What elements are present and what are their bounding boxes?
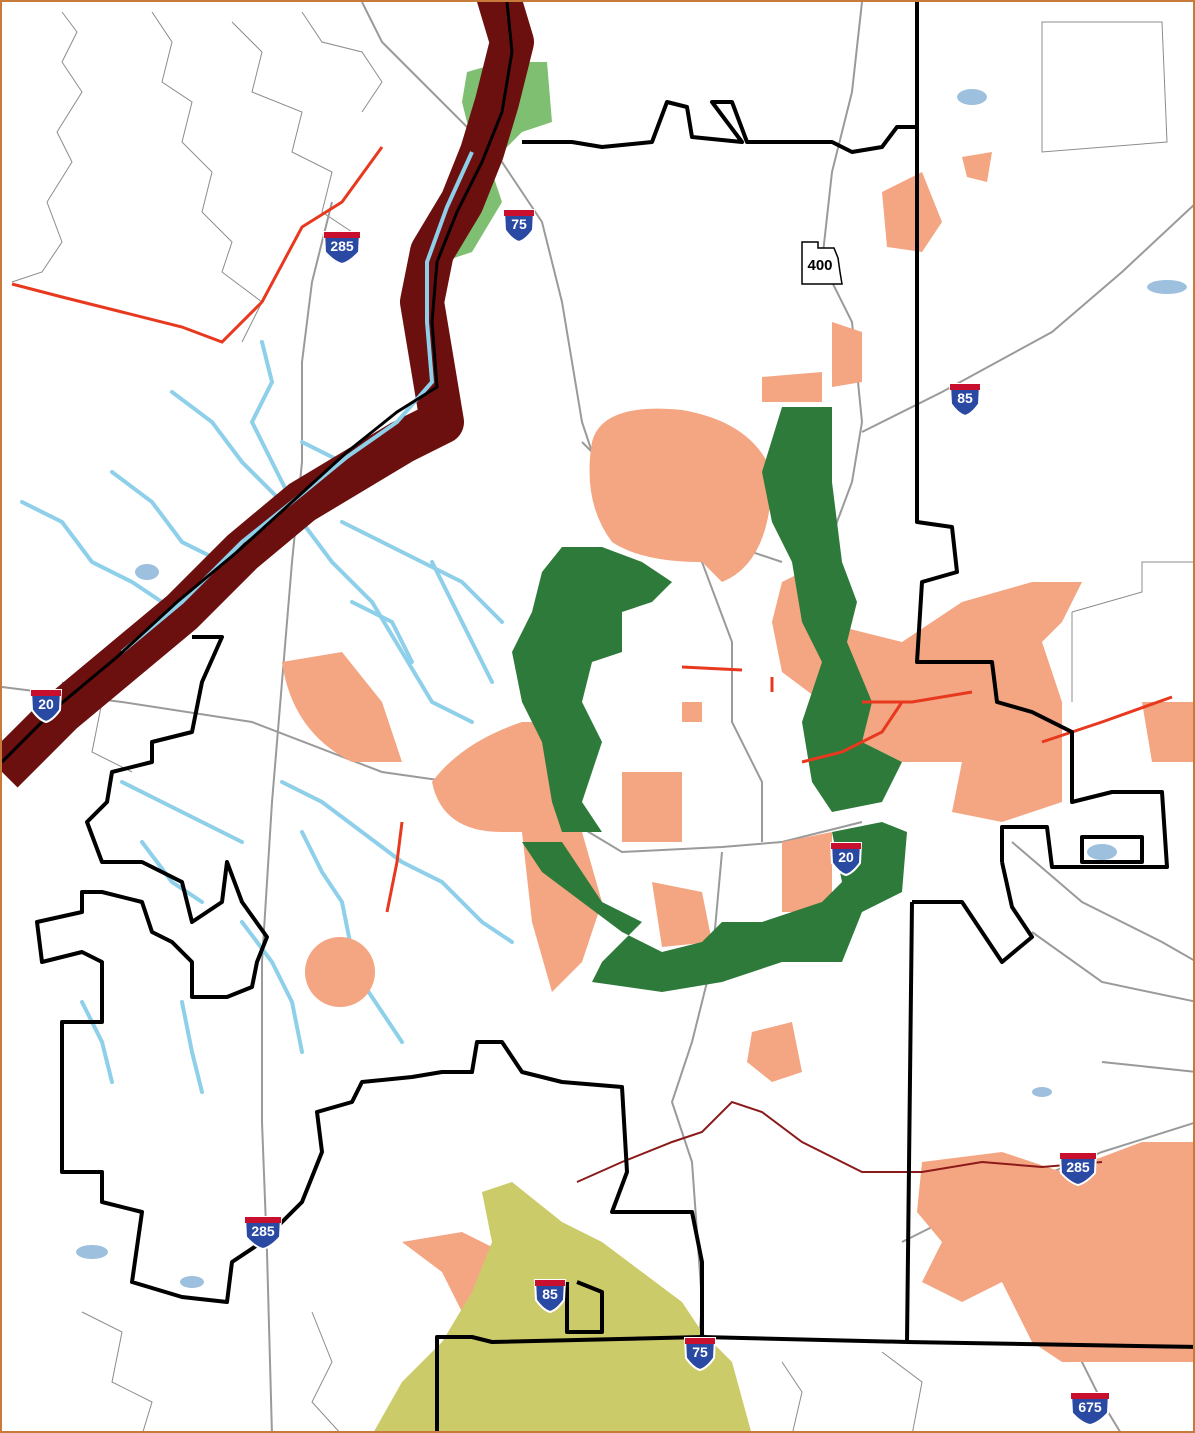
i285-sw-label: 285 — [251, 1223, 275, 1239]
i75-n-shield[interactable]: 75 — [502, 209, 536, 244]
salmon-areas[interactable] — [282, 152, 1195, 1362]
i85-ne-label: 85 — [957, 390, 973, 406]
i75-n-label: 75 — [511, 216, 527, 232]
olive-area[interactable] — [372, 1182, 752, 1433]
i20-w-label: 20 — [38, 696, 54, 712]
dark-green-greenway[interactable] — [512, 407, 907, 992]
i20-w-shield[interactable]: 20 — [29, 689, 63, 724]
red-lines — [11, 146, 1173, 913]
i85-s-shield[interactable]: 85 — [533, 1279, 567, 1314]
black-boundaries — [35, 2, 1193, 1431]
i75-s-label: 75 — [692, 1344, 708, 1360]
maroon-corridor[interactable] — [2, 2, 534, 788]
i20-c-label: 20 — [838, 849, 854, 865]
i20-c-shield[interactable]: 20 — [829, 842, 863, 877]
corridor-line — [2, 2, 514, 764]
i285-se-shield[interactable]: 285 — [1058, 1152, 1098, 1187]
i285-sw-shield[interactable]: 285 — [243, 1216, 283, 1251]
i285-nw-shield[interactable]: 285 — [322, 231, 362, 266]
i675-shield[interactable]: 675 — [1069, 1392, 1111, 1427]
i285-nw-label: 285 — [330, 238, 354, 254]
river — [120, 151, 474, 654]
i75-s-shield[interactable]: 75 — [683, 1337, 717, 1372]
i85-s-label: 85 — [542, 1286, 558, 1302]
ga400-shield[interactable]: 400 — [801, 241, 843, 285]
ga400-label: 400 — [807, 257, 832, 274]
i85-ne-shield[interactable]: 85 — [948, 383, 982, 418]
i285-se-label: 285 — [1066, 1159, 1090, 1175]
maroon-line — [576, 1100, 1103, 1183]
i675-label: 675 — [1078, 1399, 1102, 1415]
